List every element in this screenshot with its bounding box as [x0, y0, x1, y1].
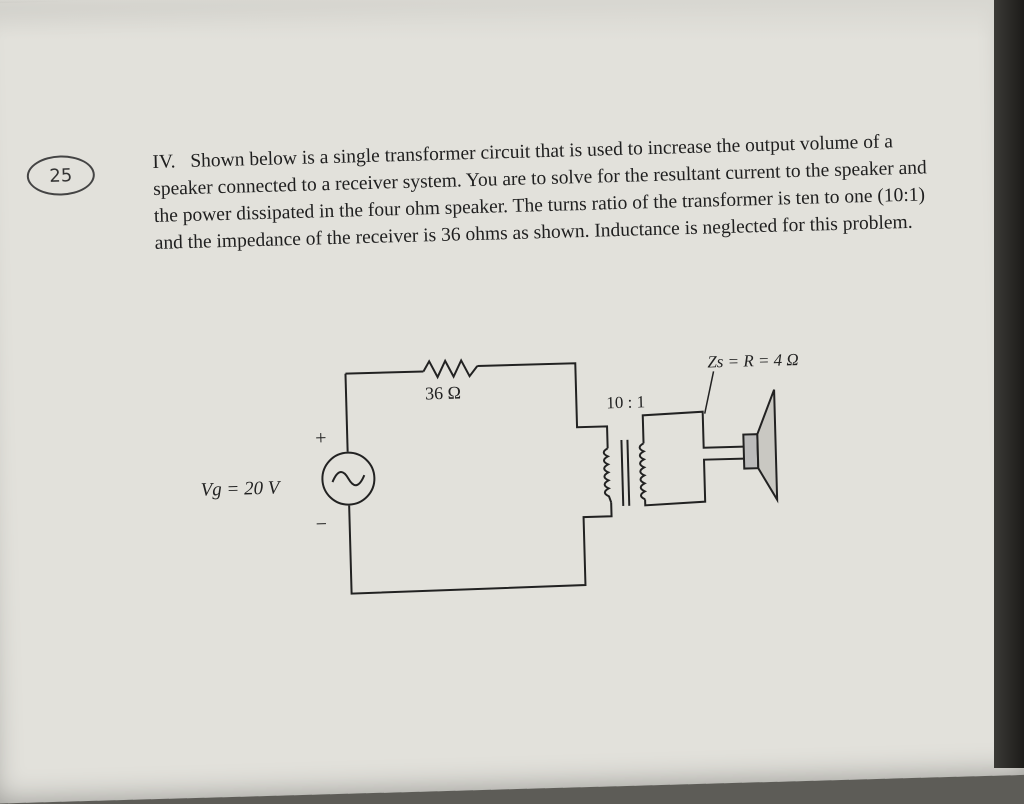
sine-wave-icon	[331, 471, 366, 487]
wire-bottom	[348, 502, 613, 595]
transformer-core-line-1	[620, 439, 625, 506]
resistor-label: 36 Ω	[425, 382, 461, 403]
score-text: 25	[49, 164, 73, 187]
page-right-edge	[994, 0, 1024, 768]
ratio-label: 10 : 1	[606, 392, 645, 412]
problem-number: IV.	[152, 151, 176, 173]
wire-top-right	[477, 362, 609, 449]
minus-sign: −	[315, 513, 327, 535]
handwritten-score: 25	[26, 154, 96, 197]
source-label: Vg = 20 V	[200, 477, 282, 500]
speaker-icon	[742, 389, 779, 504]
circuit-diagram: 36 Ω + − Vg = 20 V 10 : 1 Zs = R = 4 Ω	[200, 350, 799, 595]
wire-secondary-top	[641, 410, 744, 449]
ac-source-icon	[321, 451, 376, 506]
page-top-shading	[0, 0, 1024, 40]
speaker-impedance-label: Zs = R = 4 Ω	[707, 350, 799, 372]
primary-coil-icon	[602, 447, 613, 503]
wire-secondary-bottom	[644, 457, 745, 507]
speaker-label-pointer	[703, 371, 715, 414]
problem-text: Shown below is a single transformer circ…	[152, 131, 928, 254]
secondary-coil-icon	[638, 442, 648, 501]
wire-left-upper	[344, 373, 349, 452]
plus-sign: +	[315, 427, 327, 449]
problem-statement: IV. Shown below is a single transformer …	[152, 127, 955, 257]
wire-top-left	[345, 370, 424, 375]
resistor-36-ohm	[422, 358, 479, 380]
transformer-core-line-2	[626, 439, 631, 506]
